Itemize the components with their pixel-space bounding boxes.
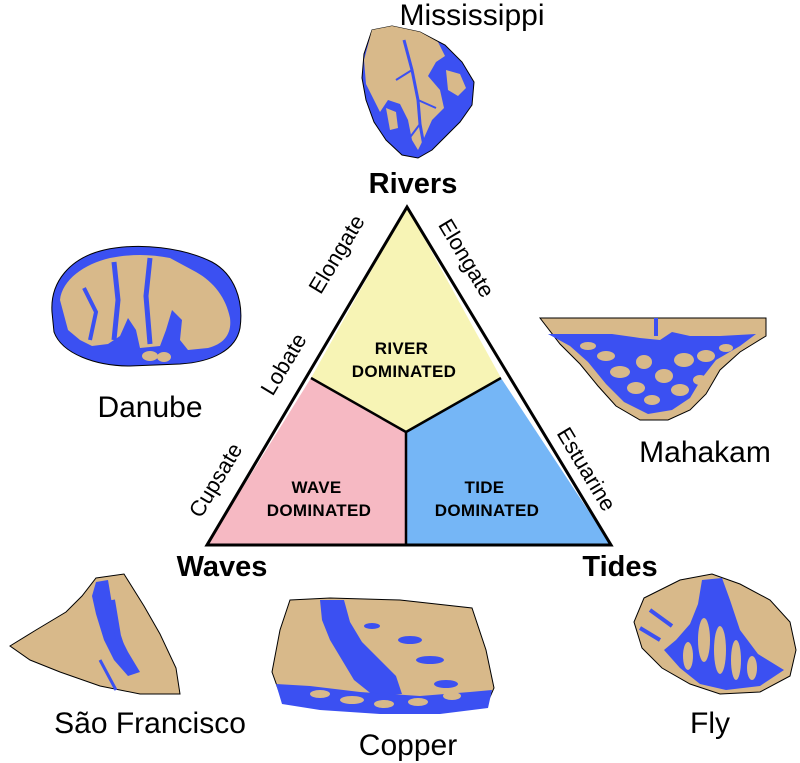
fly-delta-map [633,573,797,695]
mississippi-delta-map [361,25,475,159]
wave-dominated-label: WAVE DOMINATED [267,478,371,520]
tide-dominated-label: TIDE DOMINATED [435,478,539,520]
copper-label: Copper [359,729,457,762]
ternary-triangle [204,204,614,547]
tide-dominated-region [406,378,611,545]
mahakam-label: Mahakam [639,436,771,469]
fly-label: Fly [690,707,730,740]
mississippi-label: Mississippi [399,0,544,32]
copper-delta-map [271,597,495,714]
rivers-corner-label: Rivers [369,168,458,200]
left-edge-lobate-label: Lobate [256,329,312,400]
mahakam-delta-map [538,317,767,421]
river-dominated-label: RIVER DOMINATED [352,339,456,381]
waves-corner-label: Waves [177,551,268,583]
triangle-outline [204,204,614,547]
sao-francisco-label: São Francisco [54,707,246,740]
river-dominated-region [311,207,501,432]
tides-corner-label: Tides [582,551,657,583]
danube-label: Danube [97,391,202,424]
sao-francisco-delta-map [9,573,181,695]
danube-delta-map [51,245,242,367]
wave-dominated-region [207,378,406,545]
